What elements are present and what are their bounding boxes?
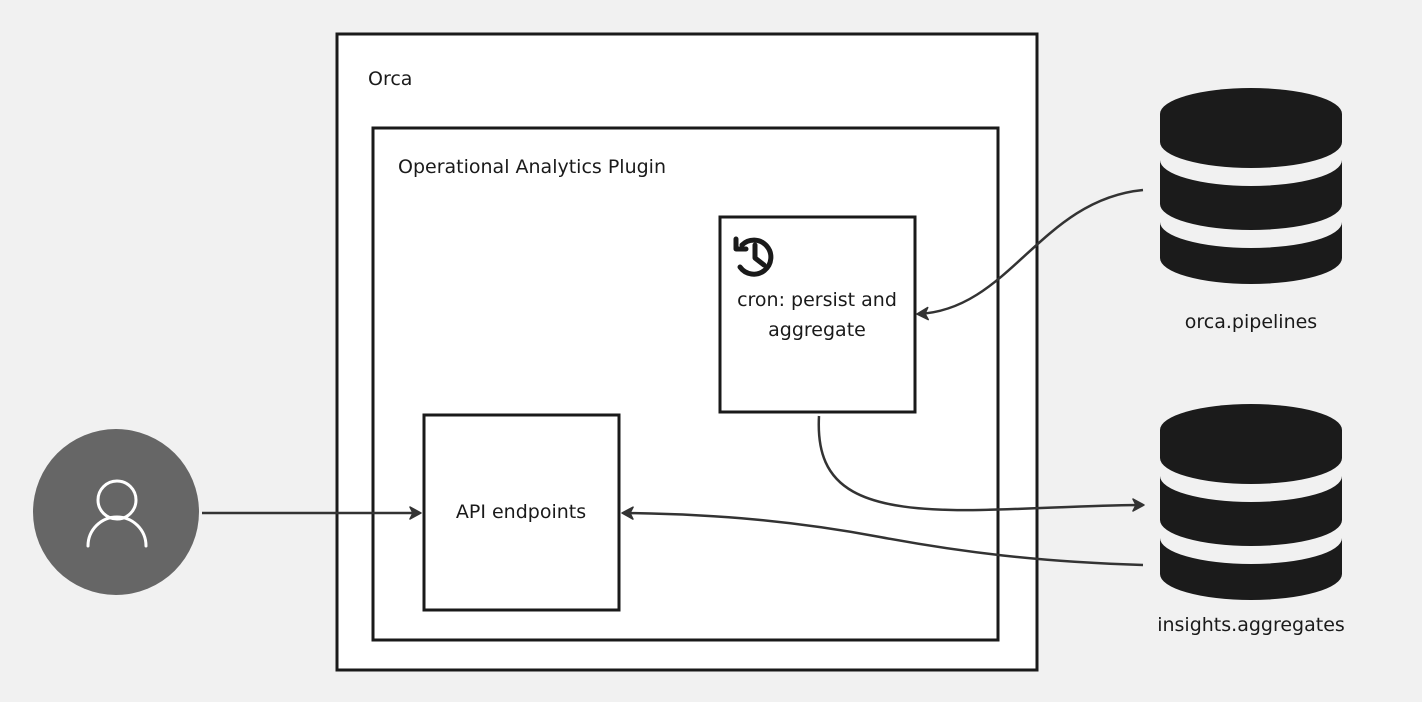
api-endpoints-box[interactable] <box>422 413 621 612</box>
edge-cron-to-aggregates[interactable] <box>817 415 1145 512</box>
orca-container-label: Orca <box>368 68 413 90</box>
edge-pipelines-to-cron[interactable] <box>916 188 1144 321</box>
plugin-container-label: Operational Analytics Plugin <box>398 156 666 178</box>
database-label-orca-pipelines: orca.pipelines <box>1184 311 1318 333</box>
user-icon <box>86 479 148 548</box>
cron-box-label-line1: cron: persist and <box>737 289 897 311</box>
database-icon[interactable] <box>1160 404 1342 600</box>
edge-aggregates-to-api[interactable] <box>621 506 1144 567</box>
database-label-insights-aggregates: insights.aggregates <box>1157 614 1345 636</box>
database-icon[interactable] <box>1160 88 1342 284</box>
history-icon <box>733 236 774 277</box>
cron-box-label-line2: aggregate <box>768 319 866 341</box>
user-avatar[interactable] <box>33 429 199 595</box>
api-endpoints-label: API endpoints <box>455 501 587 523</box>
